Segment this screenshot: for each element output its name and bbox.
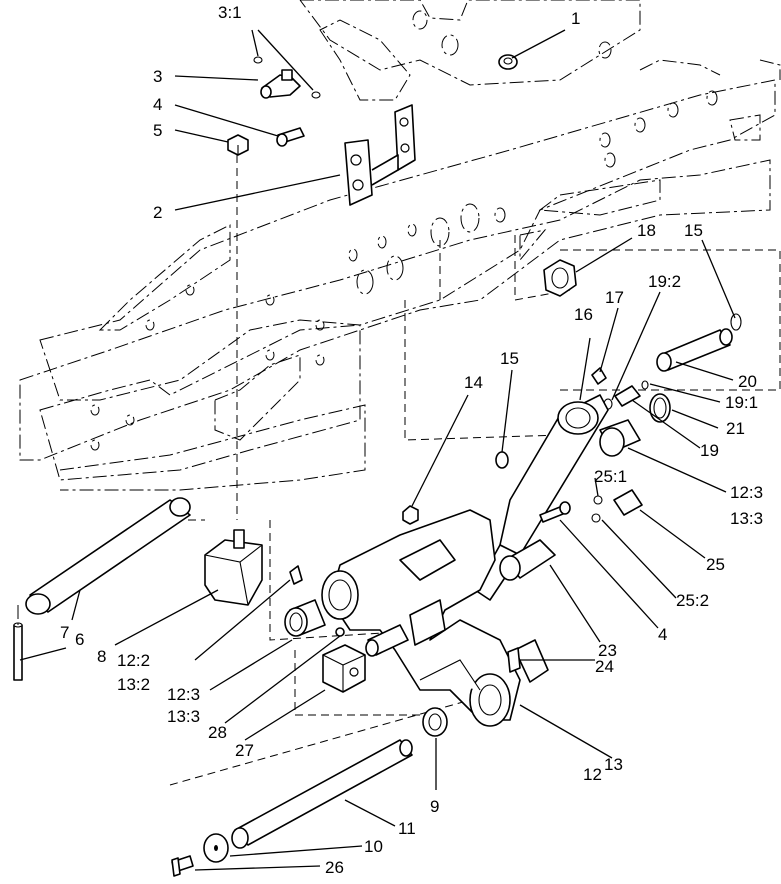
callout-19: 19 <box>700 441 719 460</box>
callout-4-top: 4 <box>153 95 162 114</box>
callout-13-2: 13:2 <box>117 675 150 694</box>
callout-5: 5 <box>153 121 162 140</box>
callout-13: 13 <box>604 755 623 774</box>
part-9-washer <box>422 707 448 737</box>
callout-3: 3 <box>153 67 162 86</box>
callout-15-top: 15 <box>684 221 703 240</box>
callout-12-3-right: 12:3 <box>730 483 763 502</box>
callout-13-3-left: 13:3 <box>167 707 200 726</box>
callout-24: 24 <box>595 657 614 676</box>
part-14-bolt <box>402 505 419 525</box>
part-18-nut <box>543 259 577 297</box>
callout-25-2: 25:2 <box>676 591 709 610</box>
callout-7: 7 <box>60 623 69 642</box>
callout-2: 2 <box>153 203 162 222</box>
part-20-pin <box>656 313 742 372</box>
callout-18: 18 <box>637 221 656 240</box>
part-27-block <box>322 644 366 693</box>
part-26-bolt <box>171 855 194 877</box>
leader-lines <box>19 29 736 871</box>
callout-11: 11 <box>398 819 416 838</box>
callout-12-2: 12:2 <box>117 651 150 670</box>
callout-27: 27 <box>235 741 254 760</box>
part-4-bolt-top <box>276 127 305 147</box>
part-16-cylinder <box>474 394 609 601</box>
part-10-washer <box>203 833 229 863</box>
callout-3-1: 3:1 <box>218 3 242 22</box>
part-17-fitting <box>591 367 607 385</box>
callout-12: 12 <box>583 765 602 784</box>
part-2-bracket <box>344 104 416 206</box>
callout-19-2: 19:2 <box>648 272 681 291</box>
callout-19-1: 19:1 <box>725 393 758 412</box>
part-21-washer <box>649 393 671 423</box>
callout-13-3-right: 13:3 <box>730 509 763 528</box>
part-5-nut <box>227 134 249 156</box>
callout-9: 9 <box>430 797 439 816</box>
part-25-fitting <box>591 489 643 523</box>
callout-23: 23 <box>598 641 617 660</box>
part-1-nut <box>498 54 518 70</box>
callout-26: 26 <box>325 858 344 877</box>
part-24-pin <box>507 647 521 673</box>
callout-10: 10 <box>364 837 383 856</box>
part-4-bolt-lower <box>539 501 571 523</box>
part-6-pin <box>13 605 23 681</box>
callout-1: 1 <box>571 9 580 28</box>
part-12-13-caster-arm <box>321 509 549 727</box>
callout-25: 25 <box>706 555 725 574</box>
callout-12-3-left: 12:3 <box>167 685 200 704</box>
part-12-2-grease-fitting <box>289 565 303 585</box>
callout-25-1: 25:1 <box>594 467 627 486</box>
part-15-snap-ring-left <box>495 451 509 469</box>
part-19-fitting <box>603 380 649 410</box>
part-12-3-bushing-left <box>284 599 326 637</box>
part-3-tee-fitting <box>253 56 321 99</box>
part-8-housing <box>204 529 263 606</box>
part-11-axle <box>231 739 413 849</box>
part-7-shaft <box>25 497 191 615</box>
callout-20: 20 <box>738 372 757 391</box>
callout-16: 16 <box>574 305 593 324</box>
callout-14: 14 <box>464 373 483 392</box>
callout-6: 6 <box>75 630 84 649</box>
part-12-3-bushing-right <box>599 419 641 457</box>
part-23-bushing <box>499 539 556 581</box>
callout-28: 28 <box>208 723 227 742</box>
callout-labels: 3:1 1 3 4 5 2 18 15 16 17 19:2 14 15 20 … <box>60 3 763 877</box>
callout-8: 8 <box>97 647 106 666</box>
callout-4-lower: 4 <box>658 625 667 644</box>
assembly-lines <box>169 155 781 786</box>
callout-17: 17 <box>605 288 624 307</box>
part-28-set-screw <box>335 627 345 637</box>
callout-21: 21 <box>726 419 745 438</box>
callout-15-mid: 15 <box>500 349 519 368</box>
